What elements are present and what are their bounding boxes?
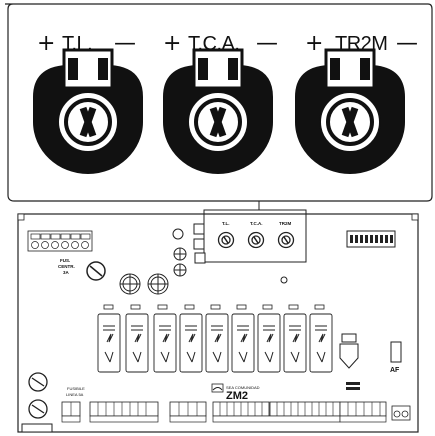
terminal-block-top-left: [27, 230, 93, 252]
fuse-label-1: FUS.: [60, 258, 70, 263]
dip-switch: [346, 230, 396, 248]
fuse-holder-central: [86, 261, 106, 281]
mini-trimmer-label-tca: T.C.A.: [250, 221, 263, 226]
trimmer-tr2m-plus: +: [305, 31, 323, 56]
trimmer-tr2m-minus: —: [396, 31, 418, 56]
af-label: AF: [390, 367, 400, 374]
circuit-board: FUS. CENTR. 3A T.L. T.C.A.: [17, 209, 419, 433]
model-label: ZM2: [226, 390, 248, 402]
fuse2-label-1: FUSIBILE: [67, 386, 85, 391]
fuse-label-2: CENTR.: [58, 264, 75, 269]
trimmer-tl-plus: +: [37, 31, 55, 56]
trimmer-tca-minus: —: [256, 31, 278, 56]
fuse-holders-bottom-left: [28, 372, 48, 419]
trimmer-tca-body: [163, 48, 273, 174]
trimmer-tl-slot: [79, 106, 97, 138]
relay-right: [339, 333, 359, 369]
trimmer-tl-minus: —: [114, 31, 136, 56]
bottom-terminal-screws: [61, 415, 387, 423]
jumper-block: [346, 382, 360, 390]
af-component: AF: [390, 341, 402, 374]
capacitors: [119, 273, 169, 295]
trimmer-tca-plus: +: [163, 31, 181, 56]
mini-trimmers: T.L. T.C.A. TR2M: [217, 221, 295, 249]
trimmer-tca: + T.C.A. —: [163, 31, 278, 174]
trimmer-zoom-box: [203, 209, 307, 263]
mini-trimmer-label-tl: T.L.: [222, 221, 230, 226]
trimmer-tl: + T.L. —: [33, 31, 143, 174]
trimmer-tr2m: + TR2M —: [295, 31, 418, 174]
mini-trimmer-label-tr2m: TR2M: [279, 221, 292, 226]
fuse2-label-2: LINEA 5A: [66, 392, 84, 397]
relay-row: [97, 304, 333, 373]
trimmer-tr2m-body: [295, 48, 405, 174]
trimmer-tr2m-slot: [341, 106, 359, 138]
small-components: [172, 223, 288, 284]
brand-area: SEA COMUNIDAD ZM2: [211, 383, 260, 402]
trimmer-tca-slot: [209, 106, 227, 138]
trimmer-tl-body: [33, 48, 143, 174]
fuse-label-3: 3A: [63, 270, 70, 275]
brand-label: SEA COMUNIDAD: [226, 385, 260, 390]
connector-bottom-left: [21, 423, 53, 433]
